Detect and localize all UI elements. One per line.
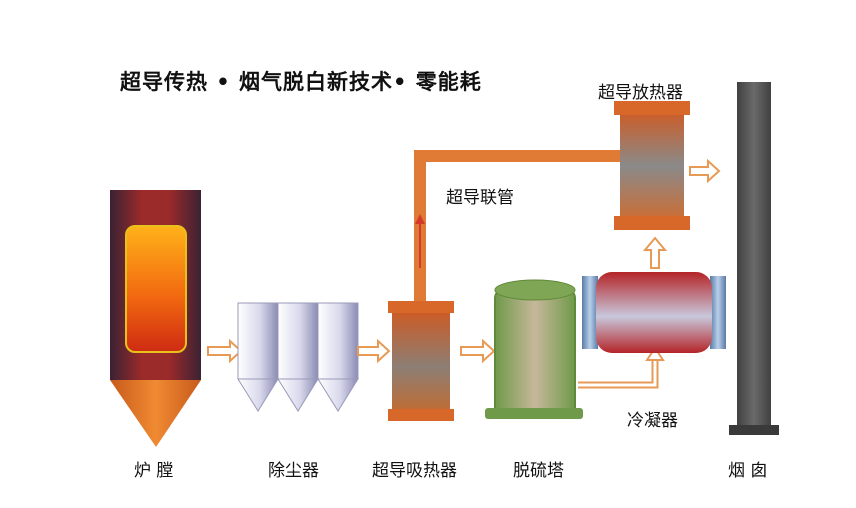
connecting-pipe bbox=[414, 150, 624, 305]
furnace-flame bbox=[125, 225, 187, 353]
diagram-title: 超导传热 • 烟气脱白新技术• 零能耗 bbox=[120, 70, 482, 94]
furnace-hopper bbox=[110, 380, 201, 447]
label-heat-absorber: 超导吸热器 bbox=[372, 461, 457, 481]
label-furnace: 炉 膛 bbox=[134, 461, 174, 481]
flow-arrow-4 bbox=[645, 346, 665, 361]
furnace bbox=[110, 190, 201, 447]
flow-arrow-6 bbox=[689, 158, 721, 184]
absorber-bottom-flange bbox=[388, 409, 454, 421]
label-chimney: 烟 囱 bbox=[728, 461, 768, 481]
desulfurization-tower bbox=[485, 279, 583, 419]
flow-arrow-3 bbox=[460, 338, 496, 364]
label-connecting-pipe: 超导联管 bbox=[446, 188, 514, 208]
heat-releaser bbox=[614, 101, 690, 230]
chimney bbox=[729, 82, 779, 435]
dust-collector bbox=[237, 302, 359, 412]
absorber-top-flange bbox=[388, 301, 454, 313]
condenser bbox=[582, 272, 726, 353]
heat-absorber bbox=[388, 301, 454, 421]
label-desulfurization-tower: 脱硫塔 bbox=[513, 461, 564, 481]
label-heat-releaser: 超导放热器 bbox=[598, 83, 683, 103]
label-dust-collector: 除尘器 bbox=[268, 461, 319, 481]
flow-arrow-2 bbox=[357, 338, 391, 364]
label-condenser: 冷凝器 bbox=[627, 411, 678, 431]
flow-arrow-5 bbox=[642, 236, 668, 269]
flow-arrow-1 bbox=[207, 338, 243, 364]
